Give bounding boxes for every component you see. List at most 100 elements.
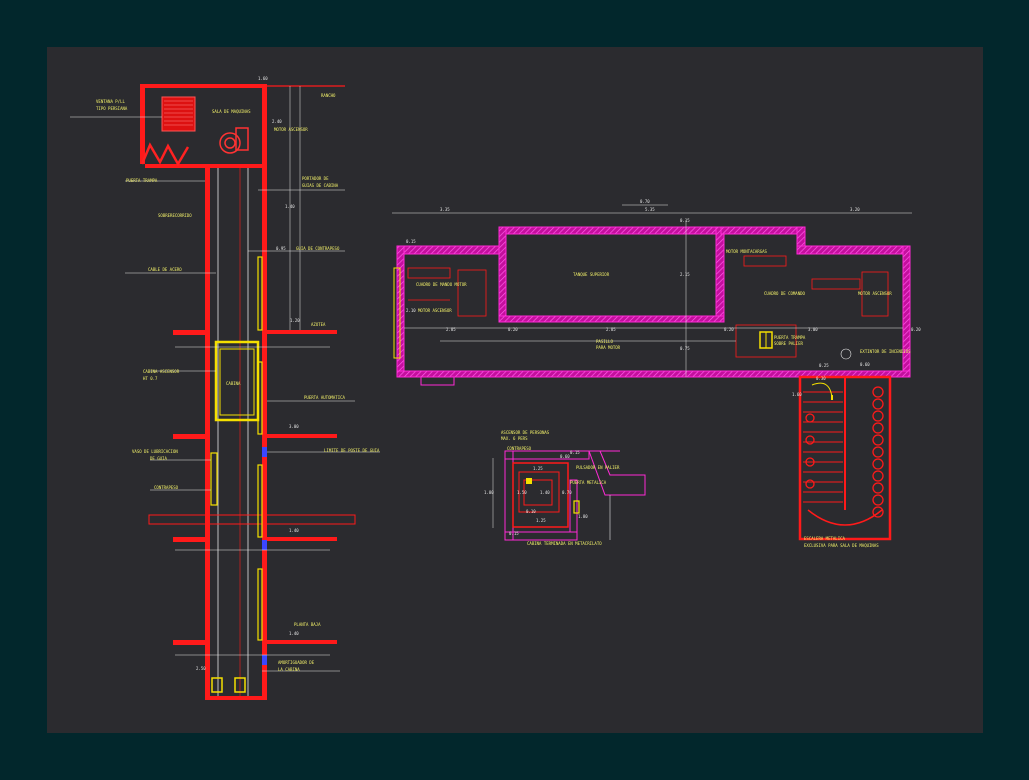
label-detail-cabin: CABINA TERMINADA EN METACRILATO — [527, 541, 602, 546]
dim-d4: 0.95 — [276, 246, 286, 251]
label-trapdoor1: PUERTA TRAMPA — [774, 335, 806, 340]
dim-detail-d6: 0.10 — [526, 509, 536, 514]
dim-top-left: 3.35 — [440, 207, 450, 212]
dim-b5: 3.00 — [808, 327, 818, 332]
label-carrier2: GUIAS DE CABINA — [302, 183, 339, 188]
dim-detail-d8: 0.70 — [562, 490, 572, 495]
label-elevator-motor: MOTOR ASCENSOR — [858, 291, 892, 296]
dim-d7: 1.40 — [289, 528, 299, 533]
trap-door-icon — [140, 142, 190, 167]
label-detail-button: PULSADOR EN PALIER — [576, 465, 620, 470]
label-cabin-elevator: CABINA ASCENSOR — [143, 369, 180, 374]
dim-r3: 1.60 — [792, 392, 802, 397]
label-extinguisher: EXTINTOR DE INCENDIOS — [860, 349, 911, 354]
dim-detail-d2: 1.25 — [533, 466, 543, 471]
dim-detail-d11: 0.15 — [570, 450, 580, 455]
roof-slab — [140, 84, 267, 88]
dim-v2: 2.10 — [406, 308, 416, 313]
label-hall2: PARA MOTOR — [596, 345, 621, 350]
dim-d3: 1.40 — [285, 204, 295, 209]
dim-d6: 3.00 — [289, 424, 299, 429]
dim-v5: 2.15 — [680, 272, 690, 277]
label-cw-guide: GUIA DE CONTRAPESO — [296, 246, 340, 251]
label-detail-title1: ASCENSOR DE PERSONAS — [501, 430, 550, 435]
louver-window — [161, 96, 196, 132]
label-motor-asc: MOTOR ASCENSOR — [418, 308, 452, 313]
label-machine-room: SALA DE MAQUINAS — [212, 109, 251, 114]
dim-top-right: 3.20 — [850, 207, 860, 212]
dim-detail-d7: 1.25 — [536, 518, 546, 523]
drawing-sheet — [47, 47, 983, 733]
trap-door-plan — [759, 331, 773, 349]
dim-b4: 0.20 — [724, 327, 734, 332]
label-lube1: VASO DE LUBRICACION — [132, 449, 178, 454]
shaft-wall-right-upper — [262, 84, 267, 334]
dim-b1: 2.85 — [446, 327, 456, 332]
dim-detail-d5: 0.60 — [560, 454, 570, 459]
dim-d5: 1.20 — [290, 318, 300, 323]
dim-r5: 0.60 — [860, 362, 870, 367]
dim-detail-d10: 1.80 — [578, 514, 588, 519]
label-tank: TANQUE SUPERIOR — [573, 272, 610, 277]
floor-slabs — [148, 330, 356, 645]
dim-b3: 2.85 — [606, 327, 616, 332]
shaft-wall-left — [205, 164, 210, 699]
dim-detail-d9: 0.15 — [509, 531, 519, 536]
label-detail-title2: MAX. 6 PERS — [501, 436, 528, 441]
dim-v3: 0.75 — [680, 346, 690, 351]
dim-top-mid2: 0.70 — [640, 199, 650, 204]
shaft-wall-right-lower — [262, 334, 267, 699]
label-window: VENTANA P/LL — [96, 99, 125, 104]
dim-detail-d4: 1.40 — [540, 490, 550, 495]
cabin-detail-plan: ASCENSOR DE PERSONAS MAX. 6 PERS CONTRAP… — [484, 430, 646, 546]
label-buffer1: AMORTIGUADOR DE — [278, 660, 315, 665]
label-rancho: RANCHO — [321, 93, 336, 98]
label-trapdoor2: SOBRE PALIER — [774, 341, 803, 346]
dim-r1: 0.25 — [819, 363, 829, 368]
label-detail-door: PUERTA METALICA — [570, 480, 607, 485]
counterweight — [210, 452, 218, 506]
label-azotea: AZOTEA — [311, 322, 326, 327]
label-trap-door: PUERTA TRAMPA — [126, 178, 158, 183]
dim-b6: 0.20 — [911, 327, 921, 332]
label-counterweight: CONTRAPESO — [154, 485, 179, 490]
label-steel-cable: CABLE DE ACERO — [148, 267, 182, 272]
extinguisher-icon — [840, 348, 852, 360]
pit-buffer-right — [234, 677, 246, 693]
dim-d2: 2.40 — [272, 119, 282, 124]
label-guide-limit: LIMITE DE POSTE DE GUIA — [324, 448, 380, 453]
dim-d8: 1.40 — [289, 631, 299, 636]
metal-staircase — [798, 375, 892, 541]
label-control-panel: CUADRO DE MANDO MOTOR — [416, 282, 467, 287]
dim-b2: 0.20 — [508, 327, 518, 332]
pit-buffer-left — [211, 677, 223, 693]
label-detail-cw: CONTRAPESO — [507, 446, 532, 451]
label-hall1: PASILLO — [596, 339, 613, 344]
dim-detail-d3: 1.50 — [517, 490, 527, 495]
label-window-type: TIPO PERSIANA — [96, 106, 128, 111]
dim-d9: 2.50 — [196, 666, 206, 671]
pit-floor — [205, 696, 267, 700]
label-cabin-ht: HT 0.7 — [143, 376, 158, 381]
label-cabin: CABINA — [226, 381, 241, 386]
roof-plan: 3.35 5.35 0.70 3.20 — [392, 199, 921, 548]
label-command-panel: CUADRO DE COMANDO — [764, 291, 806, 296]
landing-doors — [257, 256, 263, 641]
label-buffer2: LA CABINA — [278, 667, 300, 672]
label-carrier1: PORTADOR DE — [302, 176, 329, 181]
label-lube2: DE GUIA — [150, 456, 167, 461]
label-ground-floor: PLANTA BAJA — [294, 622, 321, 627]
label-stair1: ESCALERA METALICA — [804, 536, 846, 541]
label-stair2: EXCLUSIVA PARA SALA DE MAQUINAS — [804, 543, 879, 548]
label-auto-door: PUERTA AUTOMATICA — [304, 395, 346, 400]
label-motor: MOTOR ASCENSOR — [274, 127, 308, 132]
label-freight-motor: MOTOR MONTACARGAS — [726, 249, 768, 254]
dim-r2: 0.30 — [816, 376, 826, 381]
plan-window — [393, 267, 401, 359]
elevator-motor — [219, 127, 249, 154]
dim-v1: 0.15 — [406, 239, 416, 244]
elevator-section: VENTANA P/LL TIPO PERSIANA SALA DE MAQUI… — [70, 76, 380, 700]
machine-room-wall-left — [140, 84, 145, 164]
dim-detail-d1: 1.80 — [484, 490, 494, 495]
